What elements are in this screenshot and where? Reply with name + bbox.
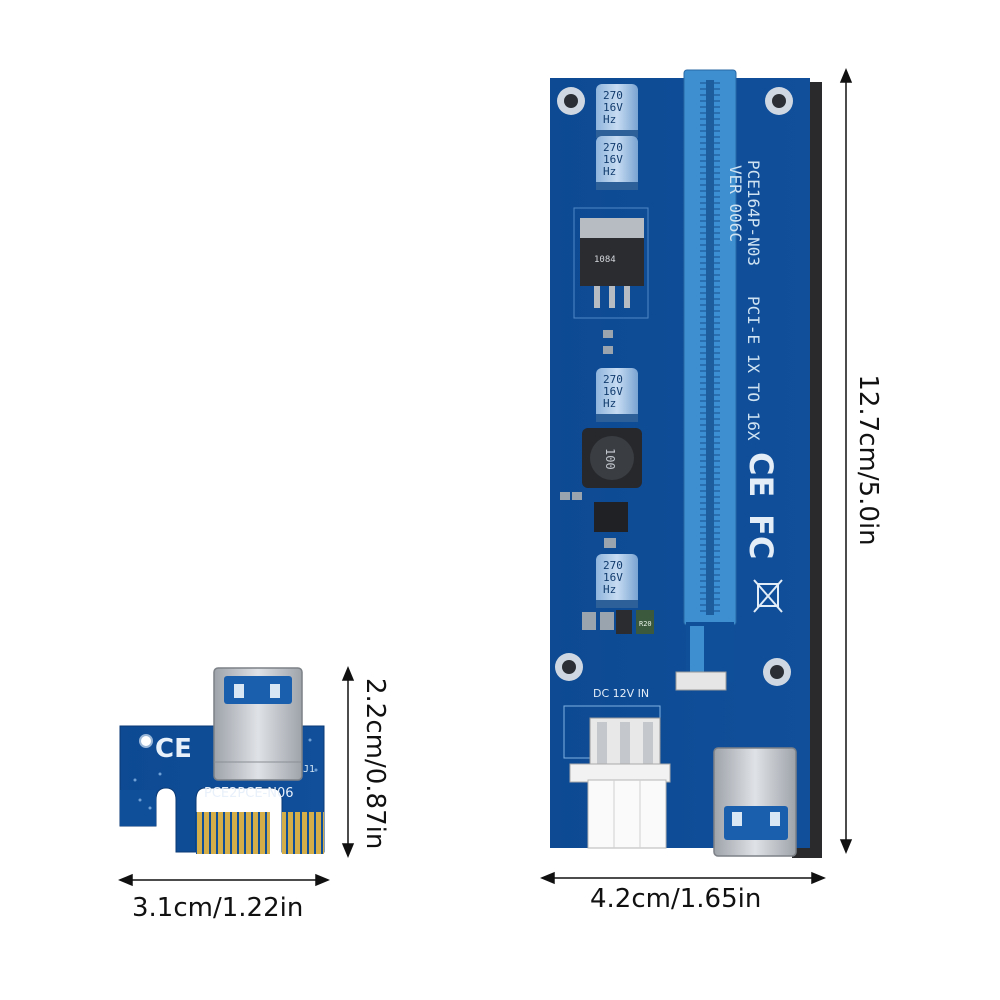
cap1-hz: Hz (603, 113, 616, 126)
resistor (636, 610, 654, 634)
small-width-label: 3.1cm/1.22in (132, 893, 304, 923)
riser-desc-label: PCI-E 1X TO 16X (744, 296, 763, 441)
slot-latch (675, 671, 727, 691)
cap4-value: 270 (603, 559, 623, 572)
smd-parts (560, 330, 616, 630)
riser-version-label: VER 006C (726, 165, 745, 242)
riser-model-label: PCE164P-N03 (744, 160, 763, 266)
inductor-marking: 100 (603, 448, 617, 470)
riser-width-label: 4.2cm/1.65in (590, 884, 762, 914)
riser-height-label: 12.7cm/5.0in (853, 374, 883, 546)
capacitor-labels: 270 16V Hz 270 16V Hz 270 16V Hz 270 16V… (603, 89, 623, 596)
cap1-volt: 16V (603, 101, 623, 114)
voltage-regulator (573, 207, 649, 319)
riser-dimension-arrows (540, 68, 853, 885)
cap2-volt: 16V (603, 153, 623, 166)
regulator-marking: 1084 (594, 255, 616, 265)
small-height-label: 2.2cm/0.87in (360, 678, 390, 850)
riser-fcc-mark: FC (742, 514, 780, 559)
cap1-value: 270 (603, 89, 623, 102)
cap3-hz: Hz (603, 397, 616, 410)
pcie-x1-gold-fingers-short (282, 812, 324, 854)
capacitor-ec3 (596, 368, 638, 422)
small-dimension-arrows (118, 666, 355, 887)
capacitor-ec2 (596, 136, 638, 190)
riser-usb3-port (713, 747, 797, 857)
small-j1-label: J1 (303, 764, 315, 775)
diode (616, 610, 632, 634)
capacitor-ec4 (596, 554, 638, 608)
cap2-hz: Hz (603, 165, 616, 178)
small-model-label: PCE2PCE-N06 (204, 786, 294, 801)
capacitor-ec1 (596, 84, 638, 138)
riser-ce-mark: CE (742, 452, 780, 497)
riser-board (550, 69, 822, 858)
mount-hole (139, 734, 153, 748)
small-adapter-board (119, 667, 325, 854)
mount-holes (555, 87, 793, 686)
cap4-volt: 16V (603, 571, 623, 584)
cap3-volt: 16V (603, 385, 623, 398)
cap3-value: 270 (603, 373, 623, 386)
power-input-label: DC 12V IN (593, 687, 649, 700)
power-connector (569, 717, 671, 849)
pwm-ic (594, 502, 628, 532)
resistor-marking: R20 (639, 620, 652, 628)
weee-bin-icon (753, 579, 783, 613)
cap4-hz: Hz (603, 583, 616, 596)
inductor (582, 428, 642, 488)
cap2-value: 270 (603, 141, 623, 154)
small-ce-mark: CE (155, 734, 192, 764)
pcie-x1-gold-fingers (196, 812, 270, 854)
